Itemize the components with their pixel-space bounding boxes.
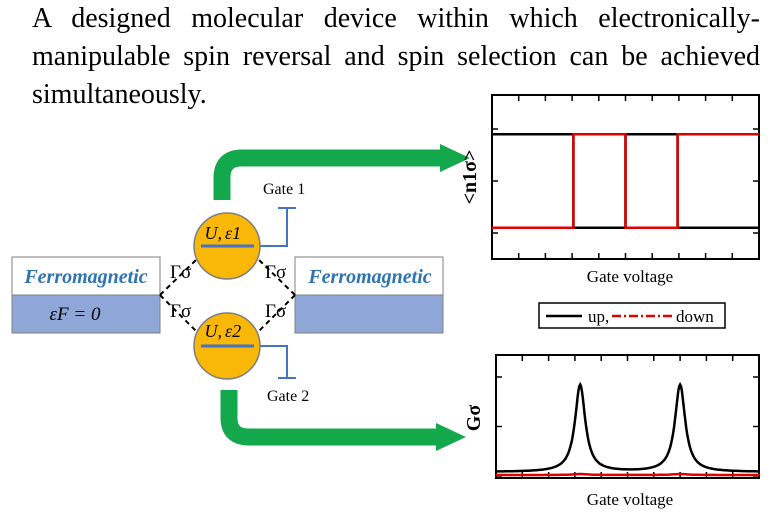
conductance-plot-frame: [495, 354, 760, 479]
left-lead-label: Ferromagnetic: [23, 266, 147, 288]
quantum-dot-2: U, ε2: [193, 312, 261, 380]
quantum-dot-1: U, ε1: [193, 212, 261, 280]
slide-heading: A designed molecular device within which…: [32, 3, 760, 110]
gate-2: Gate 2: [259, 345, 309, 405]
dot-2-energy-label: ε2: [225, 321, 241, 341]
gate-1-label: Gate 1: [263, 181, 305, 198]
right-lead: Ferromagnetic: [294, 256, 444, 334]
gate-2-label: Gate 2: [267, 388, 309, 405]
conductance-series-down: [496, 472, 759, 477]
occupation-plot: Gate voltage <n1σ>: [459, 94, 760, 286]
conductance-plot: Gate voltage Gσ: [463, 354, 760, 509]
conductance-xlabel: Gate voltage: [587, 490, 673, 509]
dot-2-U-label: U,: [205, 321, 223, 341]
occupation-ylabel: <n1σ>: [459, 150, 481, 205]
right-lead-label: Ferromagnetic: [307, 266, 431, 288]
coupling-label-left-top: Γσ: [170, 262, 191, 283]
conductance-ylabel: Gσ: [463, 405, 485, 432]
occupation-series-down: [492, 132, 759, 230]
conductance-series-up: [496, 381, 759, 473]
coupling-label-right-bottom: Γσ: [265, 301, 286, 322]
arrow-dot2-to-conductance-plot: [220, 390, 466, 451]
coupling-label-left-bottom: Γσ: [170, 301, 191, 322]
dot-1-energy-label: ε1: [225, 223, 241, 243]
legend-down-label: down: [676, 307, 714, 326]
gate-1: Gate 1: [259, 181, 305, 247]
left-lead: Ferromagnetic εF = 0: [11, 256, 161, 334]
legend: up, down: [538, 302, 726, 329]
arrow-dot1-to-occupation-plot: [213, 144, 470, 200]
coupling-label-right-top: Γσ: [265, 262, 286, 283]
legend-up-label: up,: [588, 307, 609, 326]
fermi-level-label: εF = 0: [50, 304, 101, 325]
dot-1-U-label: U,: [205, 223, 223, 243]
occupation-xlabel: Gate voltage: [587, 267, 673, 286]
